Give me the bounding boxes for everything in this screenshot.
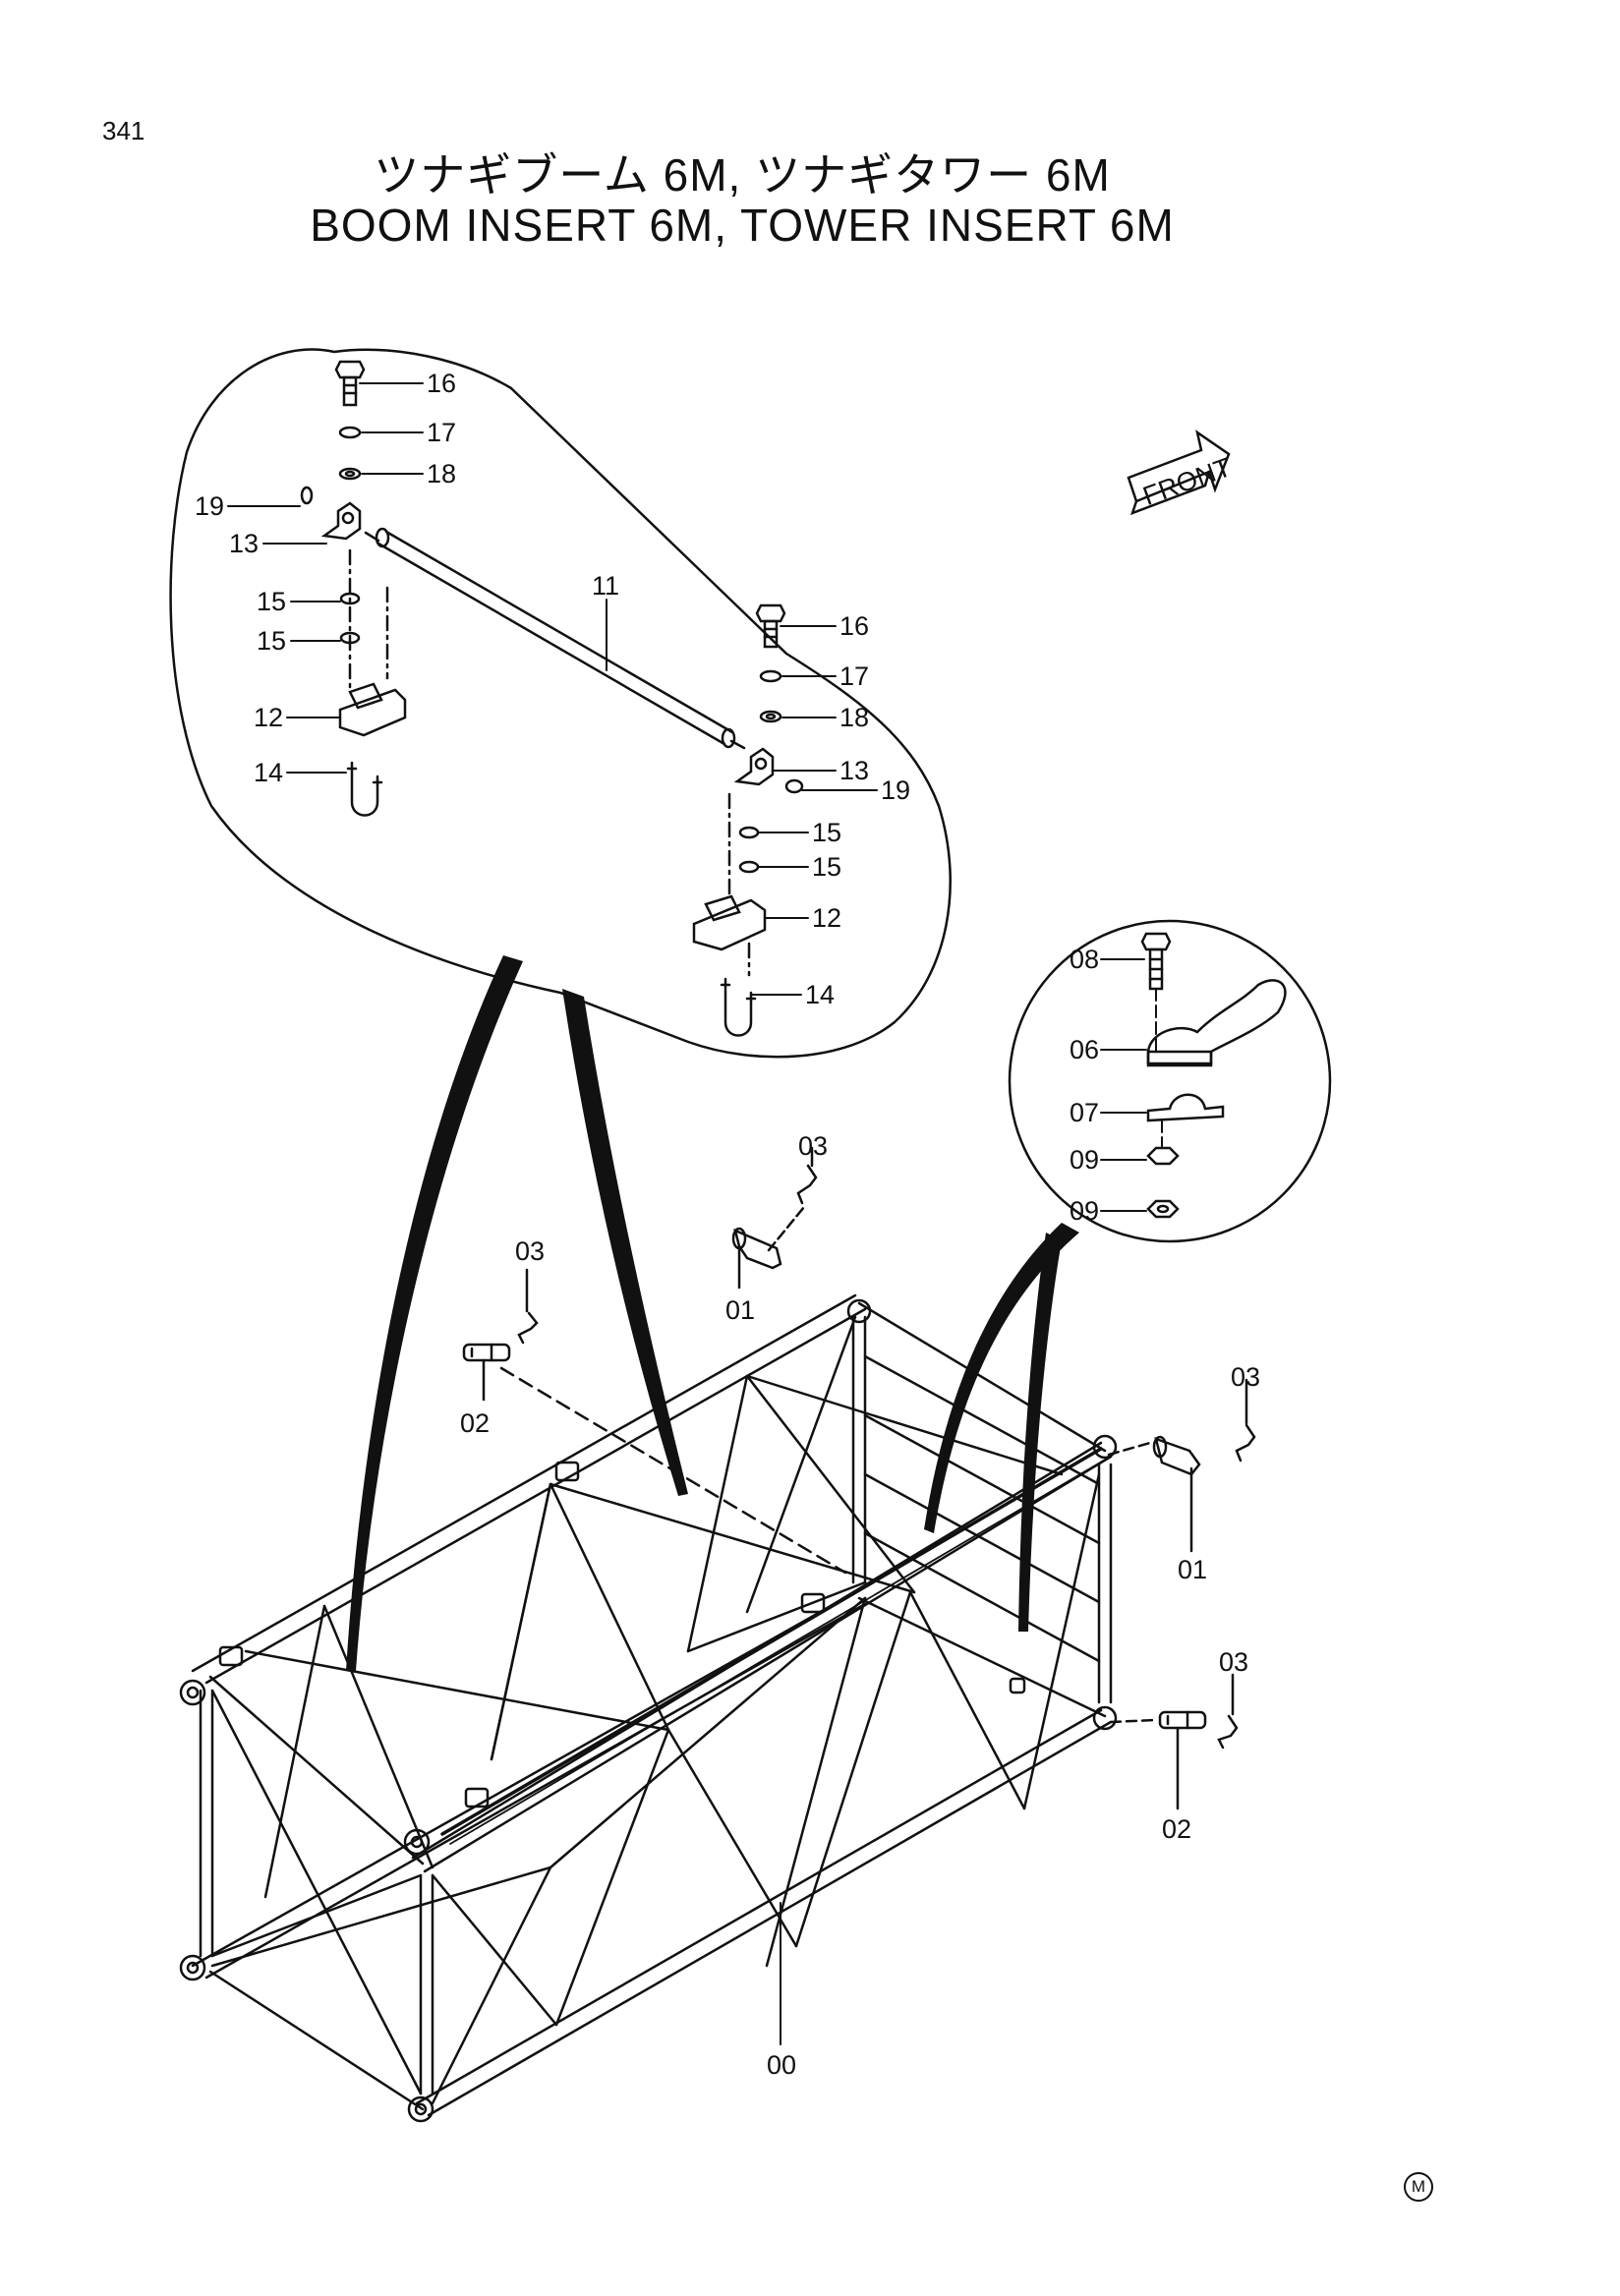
callout-19-right: 19	[881, 775, 910, 805]
callout-15-right-b: 15	[812, 852, 841, 882]
corner-mark: M	[1404, 2172, 1433, 2202]
detail-bubble-tie-rod	[169, 348, 952, 1059]
callout-17-right: 17	[839, 661, 869, 691]
callout-19-left: 19	[195, 491, 224, 521]
callout-03-top: 03	[798, 1131, 828, 1161]
callout-07: 07	[1070, 1098, 1099, 1127]
callout-14-left: 14	[254, 758, 283, 787]
callout-08: 08	[1070, 945, 1099, 974]
callout-09-a: 09	[1070, 1145, 1099, 1175]
callout-18-left: 18	[427, 459, 456, 488]
callout-03-right: 03	[1231, 1362, 1260, 1392]
front-arrow-icon	[1127, 430, 1231, 516]
front-label: FRONT	[1139, 452, 1236, 511]
callout-12-right: 12	[812, 903, 841, 933]
callout-13-right: 13	[839, 756, 869, 785]
title-english: BOOM INSERT 6M, TOWER INSERT 6M	[310, 200, 1175, 251]
callout-12-left: 12	[254, 703, 283, 732]
callout-01-top: 01	[725, 1295, 755, 1325]
callout-03-lower-right: 03	[1219, 1647, 1248, 1677]
callout-11: 11	[592, 571, 619, 601]
leaders-left-bubble	[227, 382, 878, 996]
tie-rod	[364, 527, 746, 750]
callout-15-left-a: 15	[257, 587, 286, 616]
hardware-stack-right	[692, 603, 804, 1037]
callout-16-right: 16	[839, 611, 869, 641]
page-number: 341	[102, 116, 145, 145]
leaders-right-circle	[1100, 958, 1163, 1212]
callout-14-right: 14	[805, 980, 835, 1009]
callout-17-left: 17	[427, 418, 456, 447]
hardware-stack-left	[300, 360, 407, 817]
callout-15-right-a: 15	[812, 818, 841, 847]
lattice-frame	[179, 1293, 1158, 2123]
callout-02-left: 02	[460, 1408, 490, 1438]
title-japanese: ツナギブーム 6M, ツナギタワー 6M	[374, 149, 1111, 201]
pins-and-clips	[462, 1146, 1256, 1810]
callout-03-left: 03	[515, 1236, 545, 1266]
callout-15-left-b: 15	[257, 626, 286, 656]
callout-16-left: 16	[427, 369, 456, 398]
callout-numbers: 16 17 18 19 13 15 15 12 14 11 16 17 18 1…	[195, 369, 1260, 2080]
callout-13-left: 13	[229, 529, 259, 558]
callout-02-right: 02	[1162, 1814, 1191, 1844]
callout-18-right: 18	[839, 703, 869, 732]
callout-09-b: 09	[1070, 1196, 1099, 1226]
callout-01-right: 01	[1178, 1555, 1207, 1584]
callout-06: 06	[1070, 1035, 1099, 1064]
callout-00: 00	[767, 2050, 796, 2080]
pointer-sweeps	[346, 955, 1079, 1671]
detail-circle-clamp	[1008, 919, 1332, 1243]
